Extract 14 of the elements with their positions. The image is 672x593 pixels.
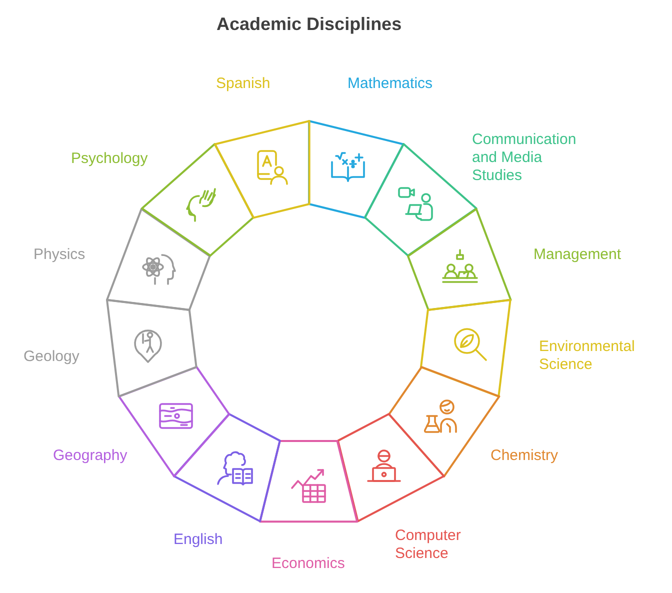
discipline-label: Psychology xyxy=(71,150,149,168)
discipline-label: Computer Science xyxy=(394,526,462,563)
discipline-label: Physics xyxy=(34,246,86,264)
discipline-label: Mathematics xyxy=(348,75,434,93)
discipline-label: Economics xyxy=(271,554,346,573)
discipline-label: Geography xyxy=(53,446,128,465)
discipline-label: Environmental Science xyxy=(538,338,636,374)
discipline-label: Spanish xyxy=(216,75,272,93)
discipline-label: Chemistry xyxy=(490,446,559,465)
discipline-label: Communication and Media Studies xyxy=(472,131,578,185)
discipline-label: English xyxy=(173,530,224,549)
discipline-label: Geology xyxy=(24,348,80,366)
diagram-title: Academic Disciplines xyxy=(216,13,402,35)
discipline-label: Management xyxy=(533,246,622,264)
